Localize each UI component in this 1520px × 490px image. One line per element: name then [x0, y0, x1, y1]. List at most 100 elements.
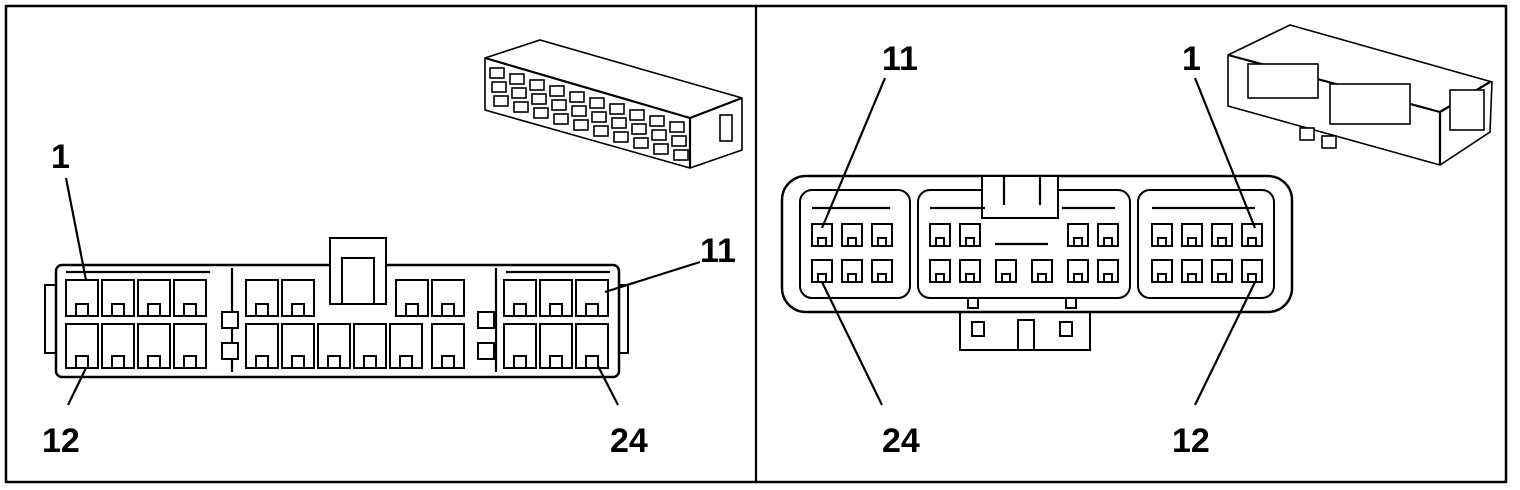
terminal-cavity [431, 323, 465, 369]
iso-cell [651, 129, 667, 141]
iso-cell [613, 131, 629, 143]
iso-cell [489, 67, 505, 79]
terminal-cavity [101, 323, 135, 369]
terminal-cavity [1097, 223, 1119, 247]
iso-cell [493, 95, 509, 107]
terminal-cavity [1067, 259, 1089, 283]
iso-cell [611, 117, 627, 129]
iso-cell [571, 105, 587, 117]
left-panel: 1 11 12 24 [42, 39, 743, 460]
terminal-cavity [575, 323, 609, 369]
iso-cell [529, 79, 545, 91]
pin-label-11: 11 [700, 232, 736, 270]
terminal-cavity [539, 323, 573, 369]
terminal-cavity [65, 323, 99, 369]
terminal-cavity [871, 259, 893, 283]
terminal-cavity [353, 323, 387, 369]
terminal-cavity [1211, 223, 1233, 247]
terminal-cavity [959, 259, 981, 283]
iso-cell [609, 103, 625, 115]
terminal-cavity [575, 279, 609, 317]
iso-cell [629, 109, 645, 121]
iso-cell [673, 149, 689, 161]
terminal-cavity [137, 323, 171, 369]
pin-label-1-r: 1 [1182, 40, 1201, 78]
terminal-cavity [841, 223, 863, 247]
iso-cell [631, 123, 647, 135]
pin-label-12: 12 [42, 422, 80, 460]
top-key [981, 175, 1059, 219]
callout-line-pin-11 [604, 260, 701, 294]
terminal-cavity [245, 323, 279, 369]
iso-cell [531, 93, 547, 105]
iso-cell [589, 97, 605, 109]
iso-cell [591, 111, 607, 123]
terminal-cavity [929, 259, 951, 283]
pin-label-24-r: 24 [882, 422, 920, 460]
callout-line-pin-24 [597, 365, 619, 406]
iso-cell [491, 81, 507, 93]
terminal-cavity [841, 259, 863, 283]
terminal-cavity [389, 323, 423, 369]
iso-cell [593, 125, 609, 137]
terminal-cavity [431, 279, 465, 317]
terminal-cavity [929, 223, 951, 247]
terminal-cavity [539, 279, 573, 317]
iso-cell [509, 73, 525, 85]
terminal-cavity [317, 323, 351, 369]
left-connector-face [44, 237, 629, 379]
terminal-cavity [1151, 259, 1173, 283]
callout-line-pin-1-r [1193, 77, 1257, 229]
terminal-cavity [503, 323, 537, 369]
terminal-cavity [101, 279, 135, 317]
iso-cell [671, 135, 687, 147]
callout-line-pin-24-r [821, 281, 883, 406]
terminal-cavity [65, 279, 99, 317]
terminal-cavity [137, 279, 171, 317]
terminal-cavity [995, 259, 1017, 283]
iso-cell [511, 87, 527, 99]
iso-cell [653, 143, 669, 155]
terminal-cavity [1067, 223, 1089, 247]
terminal-cavity [811, 259, 833, 283]
pin-label-12-r: 12 [1172, 422, 1210, 460]
terminal-cavity [173, 323, 207, 369]
iso-cell [549, 85, 565, 97]
right-connector-face [780, 174, 1294, 351]
terminal-cavity [281, 279, 315, 317]
iso-cell [649, 115, 665, 127]
terminal-cavity [1181, 259, 1203, 283]
iso-cell [569, 91, 585, 103]
terminal-cavity [1241, 259, 1263, 283]
terminal-cavity [503, 279, 537, 317]
terminal-cavity [1031, 259, 1053, 283]
terminal-cavity [1151, 223, 1173, 247]
terminal-cavity [1241, 223, 1263, 247]
terminal-cavity [1097, 259, 1119, 283]
terminal-cavity [1181, 223, 1203, 247]
terminal-cavity [395, 279, 429, 317]
callout-line-pin-1 [64, 177, 88, 281]
right-connector-isometric [1227, 24, 1493, 166]
terminal-cavity [871, 223, 893, 247]
iso-cell [533, 107, 549, 119]
iso-cell [551, 99, 567, 111]
terminal-cavity [811, 223, 833, 247]
pin-label-1: 1 [51, 138, 70, 176]
terminal-cavity [1211, 259, 1233, 283]
callout-line-pin-11-r [820, 77, 887, 229]
iso-cell [633, 137, 649, 149]
iso-cell [513, 101, 529, 113]
terminal-cavity [281, 323, 315, 369]
right-panel: 11 1 24 12 [780, 24, 1493, 460]
terminal-cavity [245, 279, 279, 317]
left-connector-isometric [484, 39, 743, 169]
pin-label-11-r: 11 [882, 40, 918, 78]
callout-line-pin-12 [67, 367, 87, 406]
terminal-cavity [959, 223, 981, 247]
iso-cell [669, 121, 685, 133]
callout-line-pin-12-r [1194, 281, 1256, 406]
terminal-cavity [173, 279, 207, 317]
iso-cell [553, 113, 569, 125]
